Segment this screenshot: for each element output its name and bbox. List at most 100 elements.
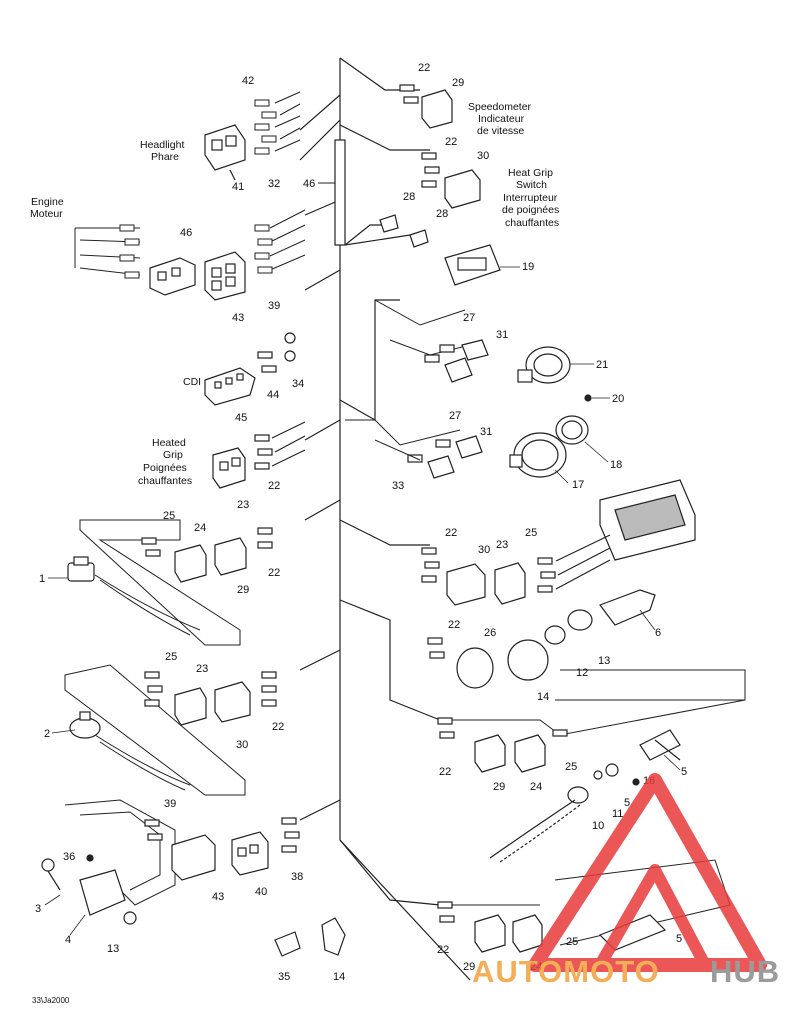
label-4: 4	[65, 934, 71, 946]
engine-terminals	[119, 224, 273, 279]
label-25-a: 25	[163, 510, 175, 522]
label-27-b: 27	[449, 410, 461, 422]
switch-1	[67, 556, 95, 582]
grip-loop-4	[440, 669, 746, 736]
label-12: 10	[592, 820, 604, 832]
connectors-22-29-24-bottom1	[437, 717, 568, 773]
engine-label-2: Moteur	[30, 208, 63, 220]
key-7	[599, 589, 656, 626]
label-25-b: 25	[525, 527, 537, 539]
heated-grip-loop-2	[64, 664, 246, 796]
speedometer-label-1: Speedometer	[468, 101, 532, 113]
label-2: 2	[44, 728, 50, 740]
label-46-a: 46	[303, 178, 315, 190]
label-27-a: 27	[463, 312, 475, 324]
label-39-b: 39	[164, 798, 176, 810]
label-40: 40	[255, 886, 267, 898]
connectors-22-30-23-25-right	[421, 534, 611, 606]
heated-grip-label-1: Heated	[152, 437, 186, 449]
label-22-c: 22	[268, 480, 280, 492]
label-45: 45	[235, 412, 247, 424]
speedometer-label-2: Indicateur	[478, 113, 525, 125]
cdi-connector	[204, 332, 296, 406]
switch-2	[69, 711, 101, 739]
label-32: 32	[268, 178, 280, 190]
connectors-22-29-24-bottom2	[437, 901, 543, 953]
harness-trunk	[299, 57, 471, 981]
heated-grip-connector	[212, 421, 306, 489]
heated-grip-label-2: Grip	[163, 449, 183, 461]
label-22-h: 22	[439, 766, 451, 778]
label-22-g: 22	[272, 721, 284, 733]
label-29-c: 29	[493, 781, 505, 793]
label-30-c: 30	[236, 739, 248, 751]
label-39-a: 39	[268, 300, 280, 312]
label-17: 17	[572, 479, 584, 491]
label-14: 14	[333, 971, 345, 983]
gauge-17-wires	[345, 419, 461, 461]
headlight-connector	[204, 124, 246, 181]
heat-grip-switch-label-3: Interrupteur	[503, 192, 558, 204]
engine-label-1: Engine	[31, 196, 64, 208]
label-29-b: 29	[237, 584, 249, 596]
heated-grip-loop-1	[79, 519, 241, 646]
label-6: 5	[624, 797, 630, 809]
parts-6-13-16-12	[489, 763, 640, 863]
label-41: 41	[232, 181, 244, 193]
label-13: 11	[612, 808, 623, 820]
grip-5	[639, 729, 681, 761]
label-36: 36	[63, 851, 75, 863]
gauge-21	[424, 339, 571, 384]
clips-35-14	[274, 917, 346, 957]
label-29-a: 29	[452, 77, 464, 89]
label-38: 38	[291, 871, 303, 883]
label-8: 12	[576, 667, 588, 679]
label-33: 33	[392, 480, 404, 492]
watermark-triangle-inner	[594, 864, 711, 969]
heated-grip-label-3: Poignées	[143, 462, 187, 474]
label-20: 20	[612, 393, 624, 405]
part-number-labels: 4 2 22 29 22 30 41 32 46 28 28 46 19 43 3…	[35, 62, 687, 983]
component-labels: Speedometer Indicateur de vitesse Heat G…	[30, 101, 559, 1005]
harness-sleeve-46	[318, 139, 346, 246]
speedometer-connectors	[399, 84, 481, 209]
heat-grip-switch-19	[444, 244, 501, 286]
label-43-b: 43	[212, 891, 224, 903]
label-31-a: 31	[496, 329, 508, 341]
heated-grip-label-4: chauffantes	[138, 475, 192, 487]
label-1: 1	[39, 573, 45, 585]
watermark-text-gray: HUB	[710, 954, 780, 989]
connectors-43-40	[144, 817, 300, 881]
label-5-b: 5	[676, 933, 682, 945]
label-28-b: 28	[436, 208, 448, 220]
heat-grip-switch-label-4: de poignées	[502, 204, 559, 216]
label-19: 19	[522, 261, 534, 273]
connectors-23-30-loop2	[144, 671, 277, 726]
label-28-a: 28	[403, 191, 415, 203]
speedometer-label-3: de vitesse	[477, 125, 524, 137]
label-5-a: 5	[681, 766, 687, 778]
leader-lines	[44, 266, 681, 936]
label-10: 14	[537, 691, 549, 703]
label-11: 13	[107, 943, 119, 955]
label-9: 13	[598, 655, 610, 667]
figure-code: 33\Ja2000	[32, 996, 70, 1005]
label-23-b: 23	[496, 539, 508, 551]
label-43-a: 43	[232, 312, 244, 324]
label-29-d: 29	[463, 961, 475, 973]
label-18: 18	[610, 459, 622, 471]
connector-28	[379, 214, 429, 248]
label-22-a: 22	[418, 62, 430, 74]
label-30-a: 30	[477, 150, 489, 162]
watermark-text-orange: AUTOMOTO	[472, 954, 660, 989]
label-25-c: 25	[165, 651, 177, 663]
label-31-b: 31	[480, 426, 492, 438]
terminals-42-32	[254, 91, 301, 155]
label-22-e: 22	[268, 567, 280, 579]
engine-connectors	[149, 251, 246, 301]
label-22-i: 22	[437, 944, 449, 956]
label-46-b: 46	[180, 227, 192, 239]
headlight-label-2: Phare	[151, 151, 179, 163]
label-30-b: 30	[478, 544, 490, 556]
